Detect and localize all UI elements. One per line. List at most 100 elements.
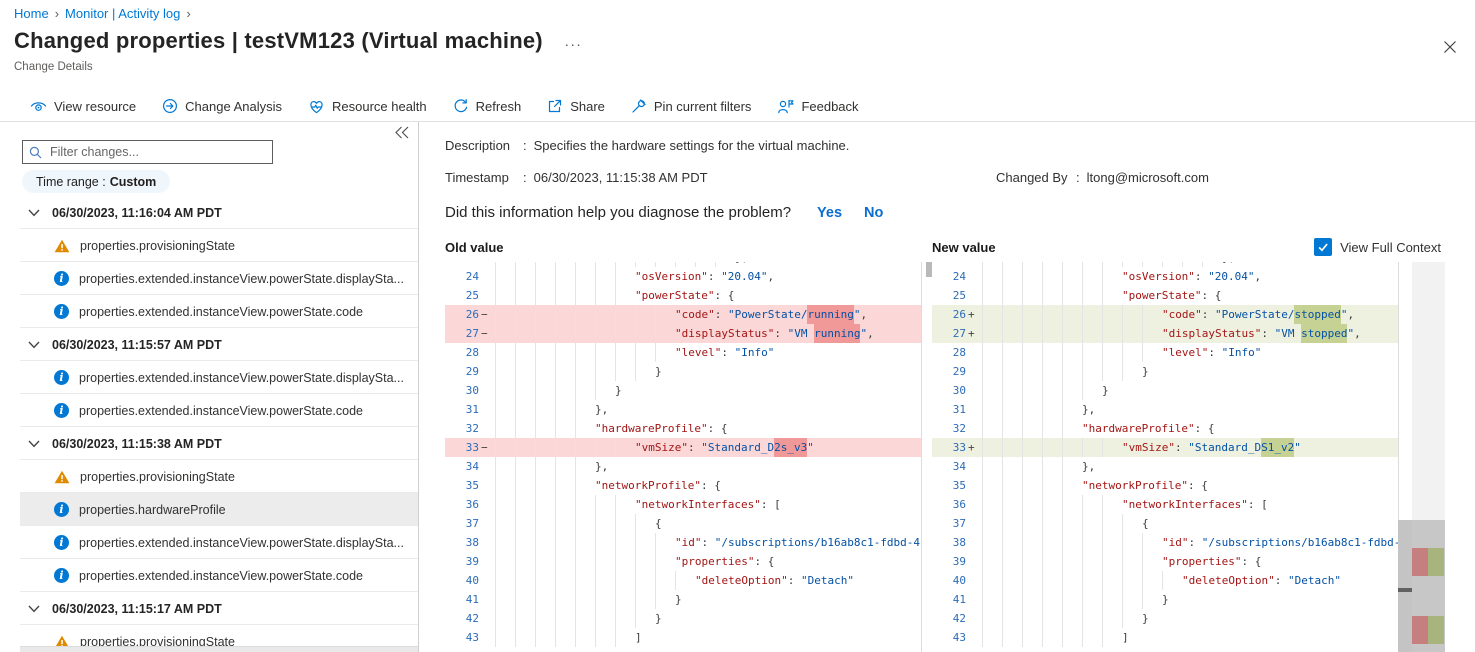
code-text: : [ [1247, 498, 1268, 511]
changed-by-label: Changed By [996, 170, 1068, 185]
code-text: : { [1187, 479, 1208, 492]
toolbar-share-button[interactable]: Share [547, 98, 605, 114]
change-group-date: 06/30/2023, 11:15:38 AM PDT [52, 436, 222, 451]
changes-sidebar: Time range : Custom 06/30/2023, 11:16:04… [0, 122, 419, 652]
diff-line: 24"osVersion": "20.04", [932, 267, 1398, 286]
diff-line: 43] [932, 628, 1398, 647]
filter-changes-box[interactable] [22, 140, 273, 164]
overview-deleted-mark [1412, 616, 1428, 644]
toolbar-resource-health-button[interactable]: Resource health [308, 99, 427, 114]
code-text: " [1340, 308, 1348, 321]
toolbar-pin-current-filters-button[interactable]: Pin current filters [631, 98, 751, 114]
diff-line: 25"powerState": { [932, 286, 1398, 305]
change-group-header[interactable]: 06/30/2023, 11:16:04 AM PDT [20, 196, 418, 229]
code-text: "PowerState/ [1215, 308, 1295, 321]
diff-sign [479, 571, 493, 590]
change-group-header[interactable]: 06/30/2023, 11:15:38 AM PDT [20, 427, 418, 460]
change-detail-panel: Description:Specifies the hardware setti… [419, 122, 1475, 652]
close-button[interactable] [1441, 38, 1459, 56]
code-text: "level" [1162, 346, 1209, 359]
time-range-label: Time range : [36, 174, 106, 189]
diff-sign [966, 400, 980, 419]
change-item[interactable]: properties.provisioningState [20, 625, 418, 652]
indent-guides [495, 476, 595, 495]
line-number: 28 [465, 346, 479, 359]
code-text: : [1261, 327, 1275, 340]
indent-guides [495, 514, 655, 533]
indent-guides [982, 514, 1142, 533]
toolbar-refresh-button[interactable]: Refresh [453, 98, 521, 114]
line-number: 38 [465, 536, 479, 549]
info-icon: i [54, 271, 69, 286]
code-text: : [ [760, 498, 781, 511]
new-value-editor[interactable]: },24"osVersion": "20.04",25"powerState":… [932, 262, 1399, 652]
code-text: " [807, 441, 814, 454]
change-group-header[interactable]: 06/30/2023, 11:15:57 AM PDT [20, 328, 418, 361]
no-link[interactable]: No [864, 204, 884, 221]
diff-line: 39"properties": { [445, 552, 921, 571]
diff-vertical-scrollbar[interactable] [1398, 262, 1412, 652]
diff-sign [479, 514, 493, 533]
indent-guides [495, 286, 635, 305]
chevron-down-icon [28, 605, 40, 613]
close-icon [1443, 40, 1457, 54]
diff-sign [479, 267, 493, 286]
diff-line: 29} [445, 362, 921, 381]
diff-sign [966, 628, 980, 647]
diff-sign [479, 476, 493, 495]
scrollbar-handle[interactable] [1398, 588, 1412, 592]
code-text: : [687, 441, 702, 454]
change-analysis-icon [162, 98, 178, 114]
code-text: { [655, 517, 662, 530]
info-icon: i [54, 304, 69, 319]
more-options-icon[interactable]: ... [564, 33, 583, 49]
change-group-date: 06/30/2023, 11:15:17 AM PDT [52, 601, 222, 616]
indent-guides [982, 286, 1122, 305]
breadcrumb-home-link[interactable]: Home [14, 6, 49, 21]
checkbox-checked-icon[interactable] [1314, 238, 1333, 256]
diff-sign: + [968, 327, 975, 340]
diff-sign [966, 267, 980, 286]
line-number: 38 [952, 536, 966, 549]
diff-sign [966, 381, 980, 400]
line-number: 31 [465, 403, 479, 416]
indent-guides [495, 495, 635, 514]
line-number: 29 [952, 365, 966, 378]
code-text: "hardwareProfile" [1082, 422, 1195, 435]
indent-guides [495, 324, 675, 343]
toolbar-feedback-button[interactable]: Feedback [777, 99, 859, 114]
diff-sign [966, 343, 980, 362]
code-text: "networkInterfaces" [635, 498, 761, 511]
info-icon: i [54, 535, 69, 550]
yes-link[interactable]: Yes [817, 204, 843, 221]
time-range-filter[interactable]: Time range : Custom [22, 170, 171, 193]
line-number: 30 [465, 384, 479, 397]
code-text: "deleteOption" [1182, 574, 1275, 587]
change-item-label: properties.extended.instanceView.powerSt… [79, 568, 363, 583]
diff-line: 28"level": "Info" [445, 343, 921, 362]
diff-line: 40"deleteOption": "Detach" [932, 571, 1398, 590]
change-item[interactable]: properties.provisioningState [20, 229, 418, 262]
old-pane-scrollbar-thumb[interactable] [926, 262, 934, 277]
old-value-editor[interactable]: },24"osVersion": "20.04",25"powerState":… [445, 262, 922, 652]
change-item[interactable]: properties.provisioningState [20, 460, 418, 493]
toolbar-change-analysis-button[interactable]: Change Analysis [162, 98, 282, 114]
diff-sign [479, 381, 493, 400]
chevron-down-icon [28, 209, 40, 217]
change-group-header[interactable]: 06/30/2023, 11:15:17 AM PDT [20, 592, 418, 625]
filter-changes-input[interactable] [48, 144, 266, 160]
scrollbar-thumb[interactable] [1398, 520, 1412, 652]
view-full-context-toggle[interactable]: View Full Context [1314, 238, 1441, 256]
line-number: 30 [952, 384, 966, 397]
breadcrumb-activity-log-link[interactable]: Monitor | Activity log [65, 6, 181, 21]
collapse-sidebar-button[interactable] [392, 124, 412, 141]
toolbar-view-resource-button[interactable]: View resource [30, 99, 136, 114]
diff-line: 41} [445, 590, 921, 609]
